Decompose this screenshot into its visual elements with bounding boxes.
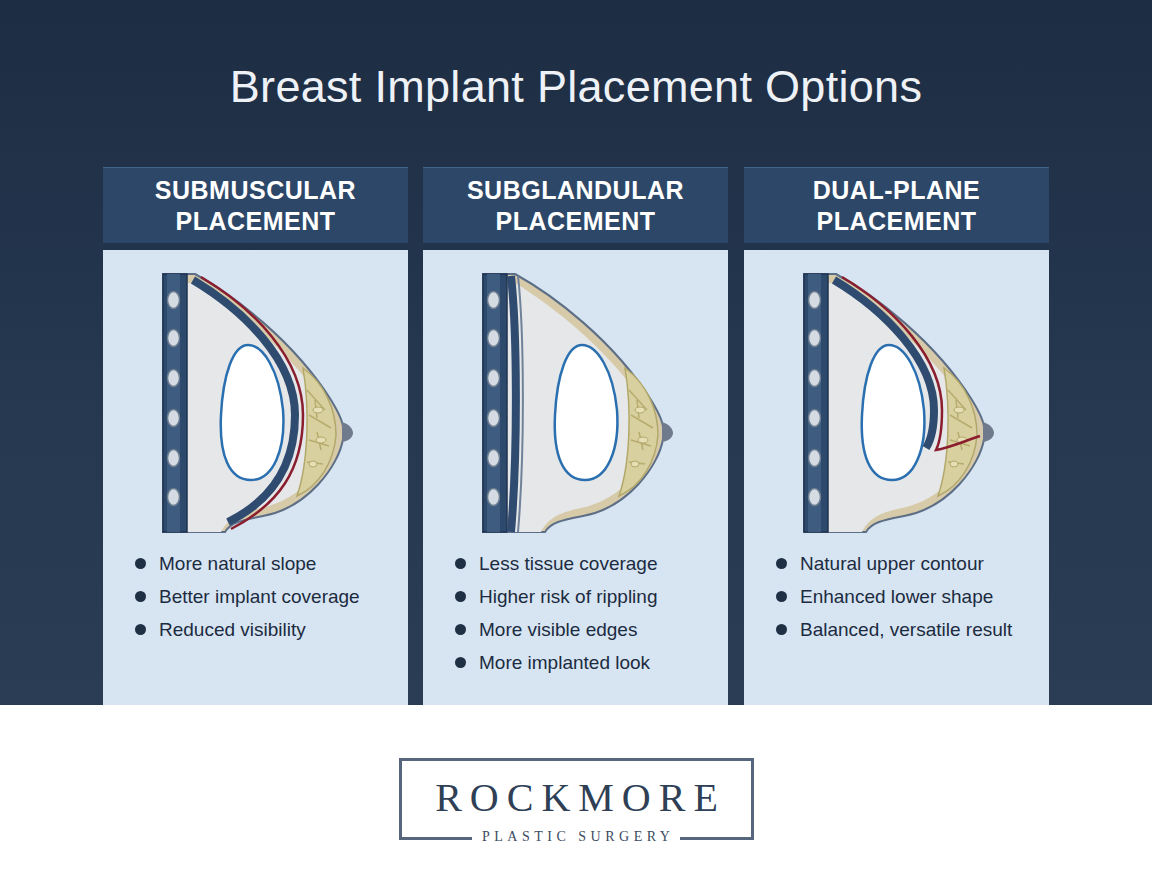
bullet-dot bbox=[776, 558, 787, 569]
illustration-part bbox=[619, 368, 658, 496]
panel-heading: DUAL-PLANE PLACEMENT bbox=[766, 175, 1028, 237]
bullet-text: Balanced, versatile result bbox=[800, 618, 1012, 642]
panel-header-band: DUAL-PLANE PLACEMENT bbox=[744, 167, 1049, 243]
panel-header-band: SUBGLANDULAR PLACEMENT bbox=[423, 167, 728, 243]
submuscular-illustration bbox=[103, 250, 408, 550]
illustration-part bbox=[163, 274, 353, 532]
bullet-dot bbox=[135, 624, 146, 635]
logo-wordmark: ROCKMORE bbox=[402, 775, 751, 821]
bullet-row: Reduced visibility bbox=[135, 618, 397, 642]
bullet-row: More natural slope bbox=[135, 552, 397, 576]
panel-heading: SUBMUSCULAR PLACEMENT bbox=[125, 175, 387, 237]
bullet-dot bbox=[776, 591, 787, 602]
bullet-text: Natural upper contour bbox=[800, 552, 984, 576]
illustration-part bbox=[483, 274, 673, 532]
bullet-row: Better implant coverage bbox=[135, 585, 397, 609]
bullet-text: Reduced visibility bbox=[159, 618, 306, 642]
bullet-text: More natural slope bbox=[159, 552, 316, 576]
subglandular-illustration bbox=[423, 250, 728, 550]
panel-body: More natural slopeBetter implant coverag… bbox=[103, 250, 408, 705]
illustration-part bbox=[834, 280, 934, 448]
bullet-text: Enhanced lower shape bbox=[800, 585, 993, 609]
bullet-row: Enhanced lower shape bbox=[776, 585, 1038, 609]
panel-body: Natural upper contourEnhanced lower shap… bbox=[744, 250, 1049, 705]
bullet-list: Natural upper contourEnhanced lower shap… bbox=[776, 552, 1038, 651]
bullet-text: Higher risk of rippling bbox=[479, 585, 657, 609]
placement-panel: SUBGLANDULAR PLACEMENT Less tissue cover… bbox=[423, 167, 728, 705]
bullet-row: Natural upper contour bbox=[776, 552, 1038, 576]
panel-header-band: SUBMUSCULAR PLACEMENT bbox=[103, 167, 408, 243]
dual-plane-illustration bbox=[744, 250, 1049, 550]
bullet-dot bbox=[135, 591, 146, 602]
bullet-row: More implanted look bbox=[455, 651, 717, 675]
bullet-list: More natural slopeBetter implant coverag… bbox=[135, 552, 397, 651]
bullet-dot bbox=[776, 624, 787, 635]
illustration-part bbox=[842, 277, 980, 450]
panel-heading: SUBGLANDULAR PLACEMENT bbox=[445, 175, 707, 237]
illustration-part bbox=[511, 276, 516, 532]
illustration-part bbox=[518, 276, 523, 532]
logo-subtitle: PLASTIC SURGERY bbox=[472, 829, 680, 845]
panel-body: Less tissue coverageHigher risk of rippl… bbox=[423, 250, 728, 705]
illustration-part bbox=[555, 345, 618, 480]
bullet-dot bbox=[135, 558, 146, 569]
illustration-part bbox=[938, 368, 977, 496]
bullet-dot bbox=[455, 591, 466, 602]
bullet-dot bbox=[455, 657, 466, 668]
page-title: Breast Implant Placement Options bbox=[0, 60, 1152, 114]
bullet-text: More implanted look bbox=[479, 651, 650, 675]
bullet-dot bbox=[455, 624, 466, 635]
illustration-part bbox=[193, 280, 295, 522]
bullet-row: Higher risk of rippling bbox=[455, 585, 717, 609]
placement-panel: DUAL-PLANE PLACEMENT Natural upper conto… bbox=[744, 167, 1049, 705]
placement-panel: SUBMUSCULAR PLACEMENT More natural slope… bbox=[103, 167, 408, 705]
bullet-row: Balanced, versatile result bbox=[776, 618, 1038, 642]
bullet-row: Less tissue coverage bbox=[455, 552, 717, 576]
illustration-part bbox=[862, 345, 925, 480]
bullet-row: More visible edges bbox=[455, 618, 717, 642]
bullet-text: Better implant coverage bbox=[159, 585, 360, 609]
illustration-part bbox=[221, 345, 284, 480]
bullet-text: Less tissue coverage bbox=[479, 552, 658, 576]
logo-frame: ROCKMOREPLASTIC SURGERY bbox=[399, 758, 754, 840]
bullet-dot bbox=[455, 558, 466, 569]
bullet-text: More visible edges bbox=[479, 618, 637, 642]
illustration-part bbox=[201, 277, 303, 529]
bullet-list: Less tissue coverageHigher risk of rippl… bbox=[455, 552, 717, 684]
illustration-part bbox=[804, 274, 994, 532]
